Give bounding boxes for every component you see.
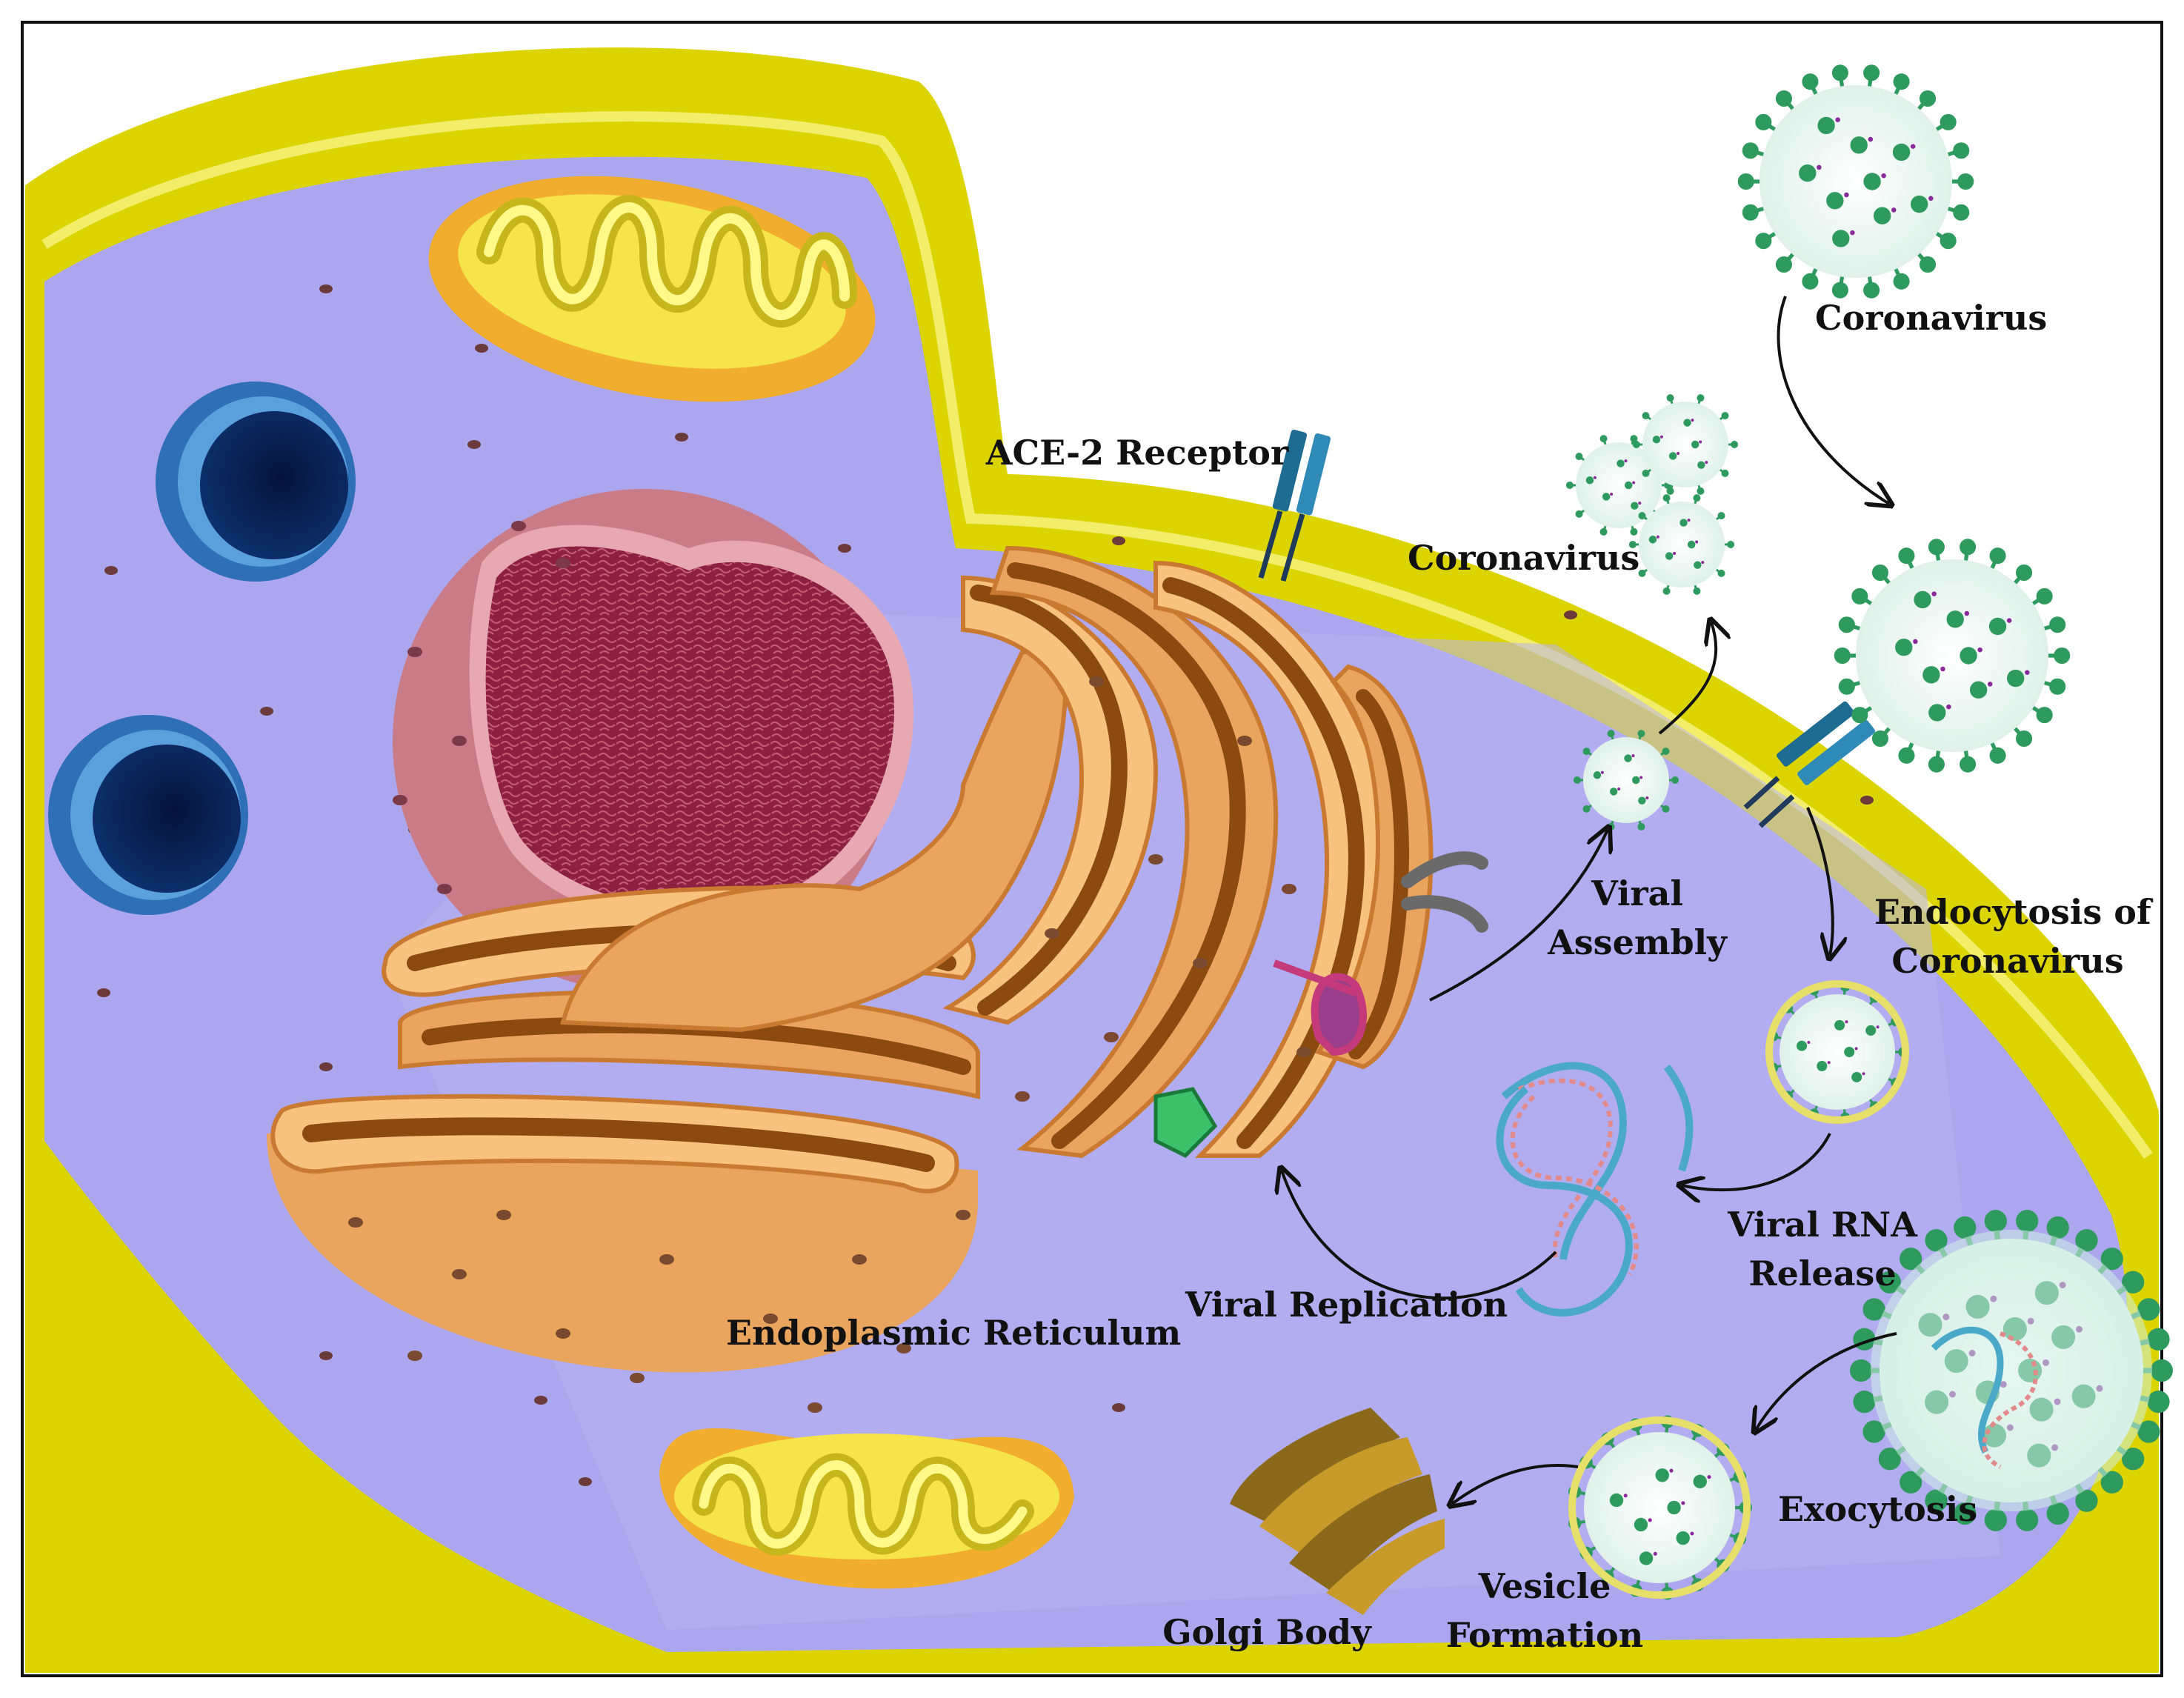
label-vesicle-formation: Vesicle Formation (1445, 1562, 1645, 1659)
flow-arrows (1282, 296, 1897, 1504)
cytoplasm-granules (97, 284, 1874, 1486)
label-coronavirus-top: Coronavirus (1815, 298, 2048, 338)
label-viral-replication: Viral Replication (1185, 1285, 1508, 1325)
label-ace2-receptor: ACE-2 Receptor (985, 433, 1289, 473)
label-viral-rna-release: Viral RNA Release (1719, 1200, 1926, 1298)
endocytic-vesicle (1765, 980, 1909, 1124)
label-viral-assembly-line2: Assembly (1548, 922, 1727, 962)
exit-vesicle (1568, 1416, 1751, 1599)
exocytosis-rna-icon (1931, 1326, 2038, 1469)
ribosome-complex (1273, 959, 1367, 1056)
label-coronavirus-released: Coronavirus (1408, 538, 1640, 578)
ace2-receptor-bound-icon (1743, 701, 1876, 828)
label-exocytosis: Exocytosis (1778, 1489, 1978, 1529)
arrow-release (1658, 622, 1716, 735)
lysosome-lower (48, 715, 248, 915)
viral-rna-helix-icon (1496, 1062, 1694, 1316)
virus-released-1-icon (1565, 435, 1672, 536)
label-vesicle-line2: Formation (1445, 1615, 1644, 1655)
label-vesicle-line1: Vesicle (1478, 1566, 1611, 1606)
endoplasmic-reticulum (267, 545, 1434, 1413)
label-endoplasmic-reticulum: Endoplasmic Reticulum (726, 1313, 1182, 1353)
nucleus (393, 489, 914, 993)
mitochondrion-bottom (659, 1428, 1074, 1589)
arrow-endocytosis (1806, 807, 1833, 956)
mitochondrion-top (428, 176, 876, 402)
label-golgi-body: Golgi Body (1162, 1612, 1371, 1652)
label-endocytosis-line2: Coronavirus (1891, 941, 2124, 981)
viral-protein (1401, 851, 1488, 933)
label-viral-assembly-line1: Viral (1591, 873, 1683, 913)
protein-fragment (1153, 1087, 1218, 1159)
arrow-assembly (1429, 830, 1608, 1002)
label-endocytosis-line1: Endocytosis of (1874, 892, 2151, 932)
label-viral-rna-line2: Release (1748, 1253, 1897, 1294)
virus-top-icon (1737, 64, 1974, 299)
arrow-vesicle (1452, 1464, 1579, 1504)
golgi-body (1230, 1408, 1445, 1615)
ace2-receptor-icon (1258, 430, 1331, 582)
arrow-approach (1777, 296, 1889, 504)
lysosome-upper (156, 382, 356, 582)
virus-bound-icon (1834, 539, 2071, 773)
virus-released-2-icon (1632, 394, 1739, 495)
label-viral-assembly: Viral Assembly (1541, 869, 1734, 967)
arrow-rna-release (1682, 1133, 1831, 1190)
virus-released-3-icon (1628, 494, 1735, 595)
label-viral-rna-line1: Viral RNA (1728, 1205, 1917, 1245)
figure-border (21, 21, 2163, 1677)
arrow-exocytosis (1756, 1332, 1897, 1430)
arrow-replication (1282, 1171, 1557, 1299)
virus-assembly-icon (1573, 730, 1679, 830)
exocytosis-bud (1871, 1230, 2152, 1511)
label-endocytosis: Endocytosis of Coronavirus (1874, 888, 2151, 985)
